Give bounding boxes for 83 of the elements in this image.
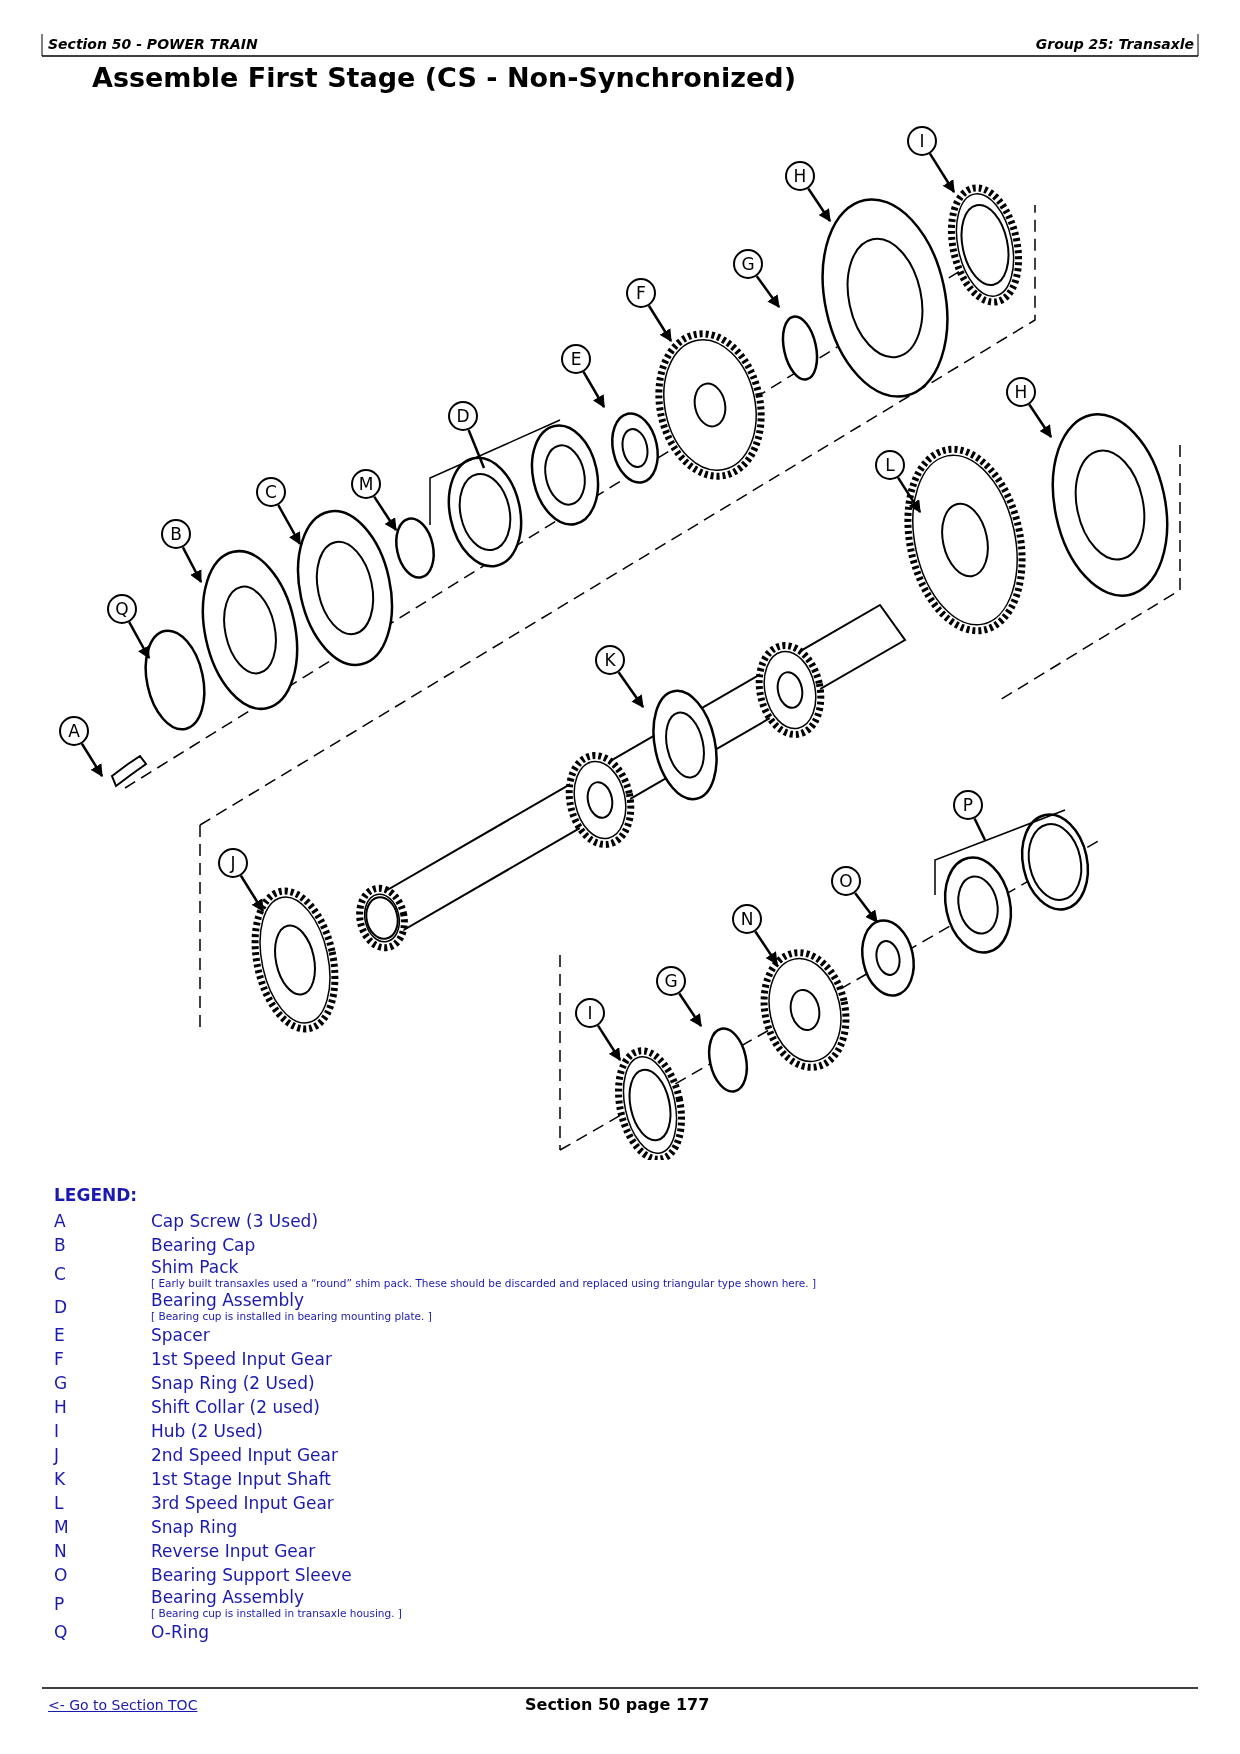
legend-text: Cap Screw (3 Used) [151,1211,319,1231]
callout-letter: D [448,401,478,431]
page-number: Section 50 page 177 [525,1695,710,1714]
leader-line [897,476,922,514]
legend-key: F [54,1349,64,1369]
leader-line [128,621,151,660]
leader-line [973,817,987,841]
group-header: Group 25: Transaxle [1035,36,1194,52]
legend-key: G [54,1373,68,1393]
legend-key: N [54,1541,67,1561]
leader-line [755,275,780,308]
section-header: Section 50 - POWER TRAIN [48,36,258,52]
callout-letter: O [831,866,861,896]
callout-letter: G [733,249,763,279]
legend-text: 1st Stage Input Shaft [151,1469,332,1489]
legend-text: Spacer [151,1325,210,1345]
legend-text: O-Ring [151,1622,210,1642]
legend-text: Hub (2 Used) [151,1421,263,1441]
legend-key: Q [54,1622,68,1642]
leader-line [467,429,486,469]
callout-letter: P [953,790,983,820]
callout-letter: J [218,848,248,878]
legend-note: [ Bearing cup is installed in transaxle housing. ] [151,1607,402,1620]
leader-line [277,504,302,546]
toc-link: <- Go to Section TOC [48,1697,198,1713]
legend-text: Bearing Cap [151,1235,256,1255]
callout-letter: I [907,126,937,156]
callout-letter: G [656,966,686,996]
legend-key: O [54,1565,68,1585]
callout-letter: C [256,477,286,507]
legend-text: 2nd Speed Input Gear [151,1445,338,1465]
legend-key: E [54,1325,65,1345]
legend-key: L [54,1493,64,1513]
callout-letter: M [351,469,381,499]
leader-line [597,1024,622,1062]
leader-line [239,875,265,913]
legend-key: H [54,1397,67,1417]
leader-line [854,892,878,923]
leader-line [647,305,673,343]
leader-line [678,992,703,1028]
legend-text: 3rd Speed Input Gear [151,1493,334,1513]
leader-line [181,546,203,584]
callout-letter: H [1006,377,1036,407]
callout-letter: F [626,278,656,308]
leader-line [617,671,645,708]
leader-line [1028,403,1053,439]
legend-heading: LEGEND: [54,1185,138,1205]
legend-note: [ Bearing cup is installed in bearing mounting plate. ] [151,1310,432,1323]
leader-line [373,495,398,532]
legend-key: B [54,1235,66,1255]
legend-note: [ Early built transaxles used a “round” shim pack. These should be discarded and replaced using triangular type shown here. ] [151,1277,817,1290]
leader-line [928,153,956,194]
legend-key: A [54,1211,66,1231]
legend-key: K [54,1469,66,1489]
legend-key: I [54,1421,59,1441]
legend-key: C [54,1263,66,1284]
legend-text: 1st Speed Input Gear [151,1349,332,1369]
leader-line [754,930,779,966]
callout-letter: I [575,998,605,1028]
callout-letter: L [875,450,905,480]
legend-text: Bearing Support Sleeve [151,1565,352,1585]
callout-letter: Q [107,594,137,624]
callout-letter: N [732,904,762,934]
legend-text: Snap Ring [151,1517,238,1537]
legend-key: P [54,1593,65,1614]
callout-letter: K [595,645,625,675]
legend-text: Bearing Assembly [151,1587,306,1607]
callout-letter: H [785,161,815,191]
leader-line [80,743,104,778]
callout-letter: E [561,344,591,374]
callout-letter: A [59,716,89,746]
legend-text: Shift Collar (2 used) [151,1397,320,1417]
leader-line [807,187,832,223]
leader-line [582,371,606,409]
legend-key: D [54,1296,68,1317]
legend-text: Reverse Input Gear [151,1541,316,1561]
callout-letter: B [161,519,191,549]
page-title: Assemble First Stage (CS - Non-Synchronized) [92,62,796,93]
legend-text: Shim Pack [151,1257,240,1277]
legend-key: M [54,1517,69,1537]
legend-text: Bearing Assembly [151,1290,306,1310]
legend-key: J [54,1445,59,1465]
legend-text: Snap Ring (2 Used) [151,1373,315,1393]
